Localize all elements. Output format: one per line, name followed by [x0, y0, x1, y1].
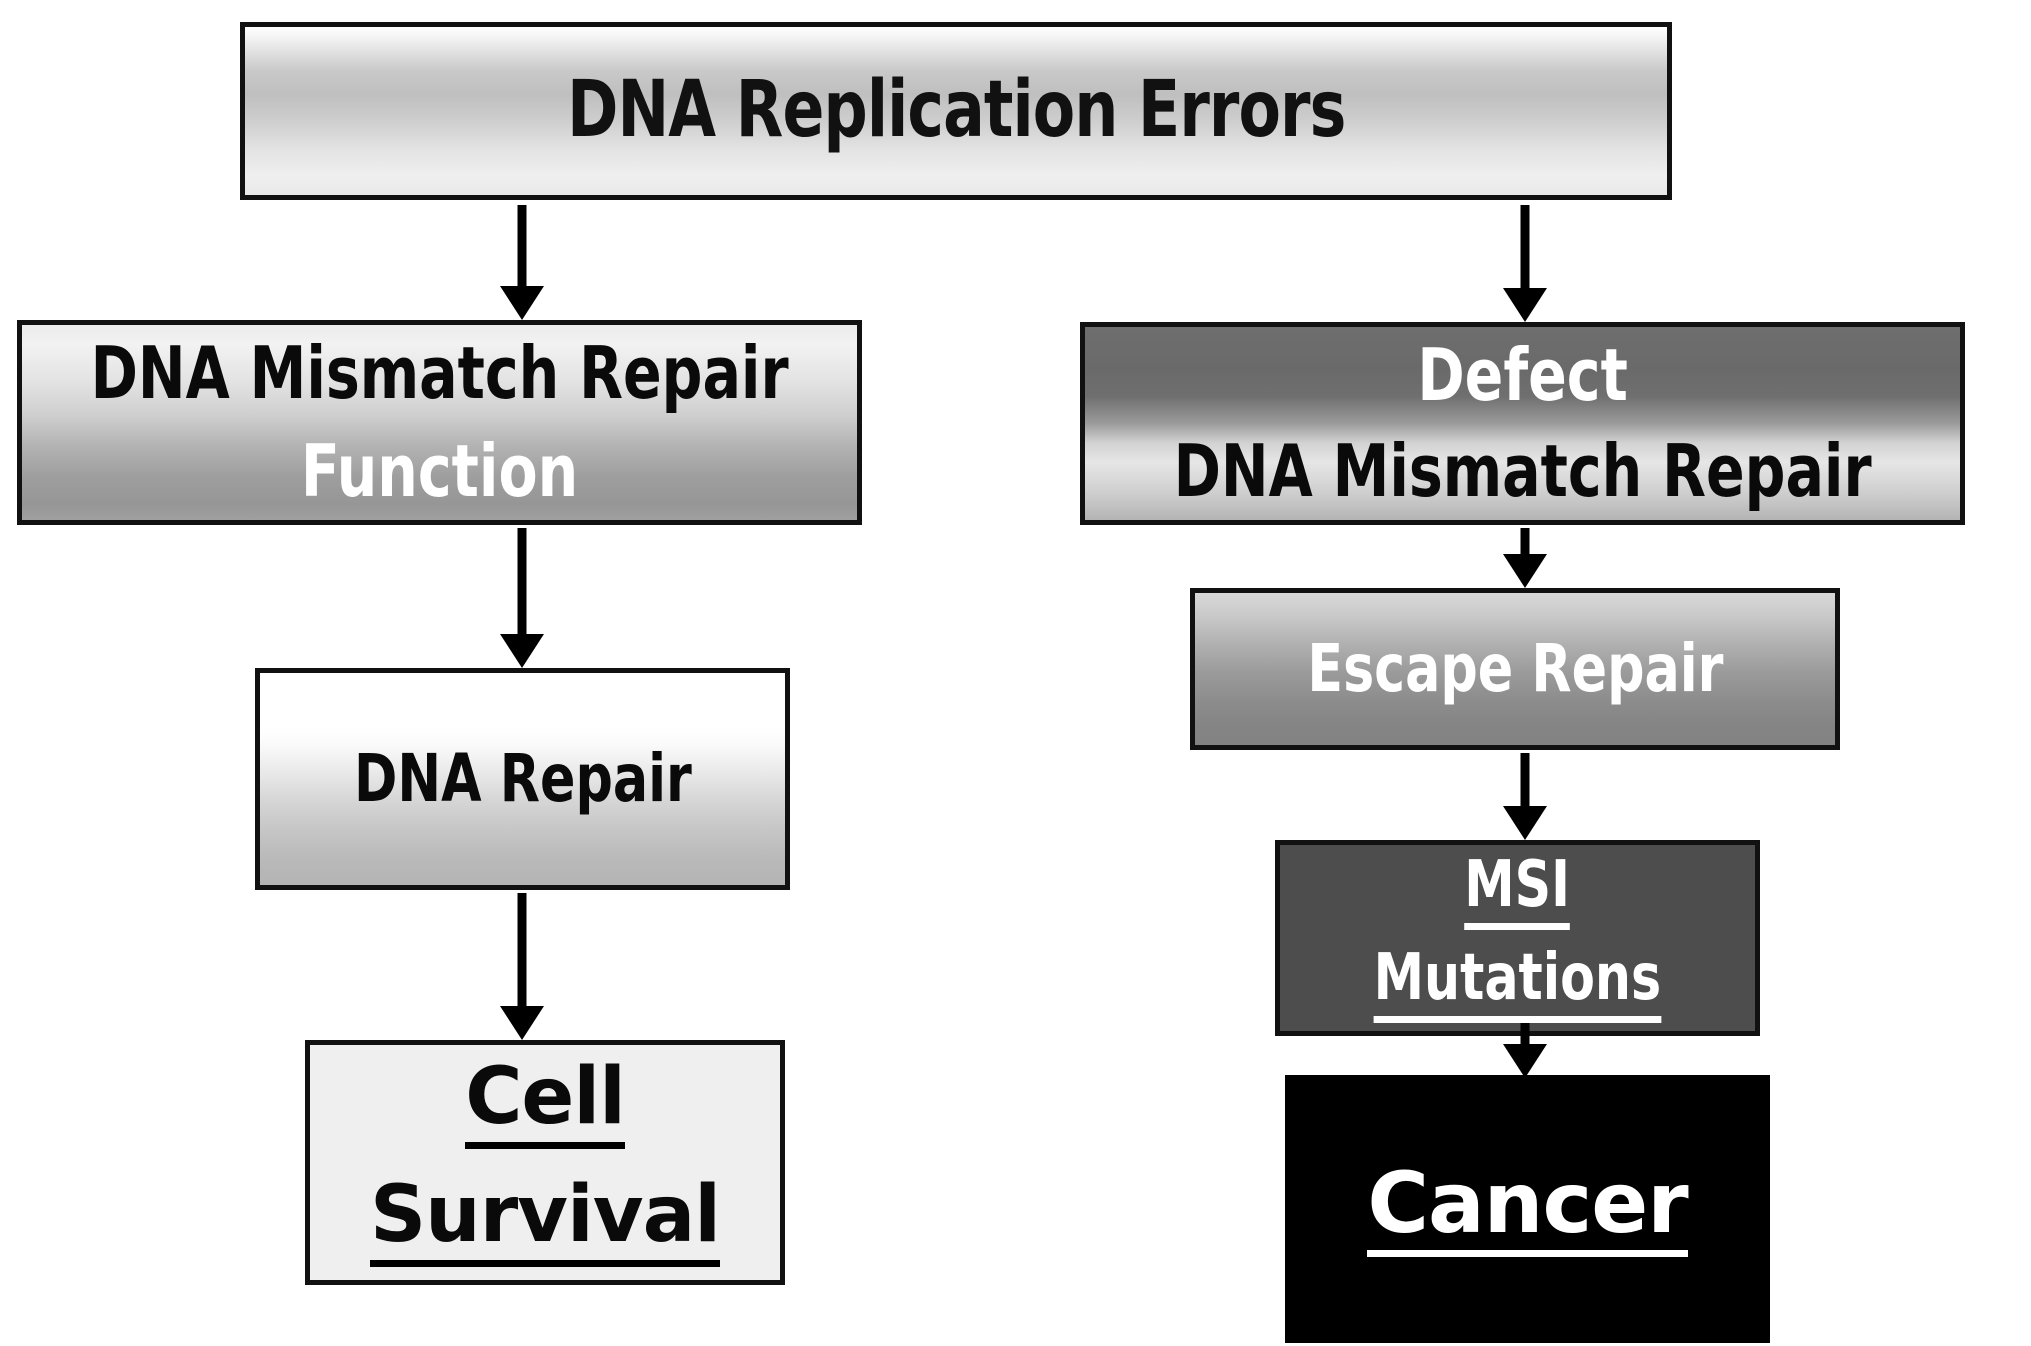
node-label-line2: Function: [300, 428, 579, 513]
arrow-head: [1503, 1044, 1547, 1078]
arrow-shaft: [517, 528, 527, 636]
arrow-mmr-function-to-dna-repair: [497, 528, 547, 668]
arrow-head: [500, 634, 544, 668]
node-label-line1: Defect: [1417, 332, 1628, 417]
arrow-shaft: [1520, 753, 1530, 808]
arrow-head: [500, 286, 544, 320]
node-defect-dna-mismatch-repair: Defect DNA Mismatch Repair: [1080, 322, 1965, 525]
arrow-shaft: [517, 205, 527, 289]
arrow-shaft: [1520, 1023, 1530, 1047]
node-label-line2: Survival: [370, 1175, 721, 1267]
arrow-head: [1503, 806, 1547, 840]
node-label: DNA Repair: [353, 740, 692, 818]
node-label-line1: Cell: [465, 1058, 626, 1150]
arrow-replication-to-defect: [1500, 205, 1550, 322]
arrow-shaft: [1520, 528, 1530, 558]
node-label-line1: MSI: [1464, 853, 1571, 930]
arrow-shaft: [517, 893, 527, 1008]
arrow-escape-repair-to-msi-mutations: [1500, 753, 1550, 840]
node-label-line2: Mutations: [1373, 946, 1662, 1023]
arrow-head: [500, 1006, 544, 1040]
arrow-shaft: [1520, 205, 1530, 291]
node-label-line1: DNA Mismatch Repair: [90, 331, 789, 416]
node-label: Escape Repair: [1306, 630, 1724, 708]
node-cell-survival: Cell Survival: [305, 1040, 785, 1285]
node-label: DNA Replication Errors: [566, 65, 1346, 156]
node-dna-mismatch-repair-function: DNA Mismatch Repair Function: [17, 320, 862, 525]
arrow-msi-mutations-to-cancer: [1500, 1023, 1550, 1078]
node-dna-repair: DNA Repair: [255, 668, 790, 890]
arrow-head: [1503, 288, 1547, 322]
node-msi-mutations: MSI Mutations: [1275, 840, 1760, 1036]
node-label: Cancer: [1367, 1160, 1689, 1258]
node-escape-repair: Escape Repair: [1190, 588, 1840, 750]
arrow-dna-repair-to-cell-survival: [497, 893, 547, 1040]
node-dna-replication-errors: DNA Replication Errors: [240, 22, 1672, 200]
node-label-line2: DNA Mismatch Repair: [1173, 429, 1872, 514]
arrow-replication-to-mmr-function: [497, 205, 547, 320]
arrow-defect-to-escape-repair: [1500, 528, 1550, 588]
node-cancer: Cancer: [1285, 1075, 1770, 1343]
arrow-head: [1503, 554, 1547, 588]
